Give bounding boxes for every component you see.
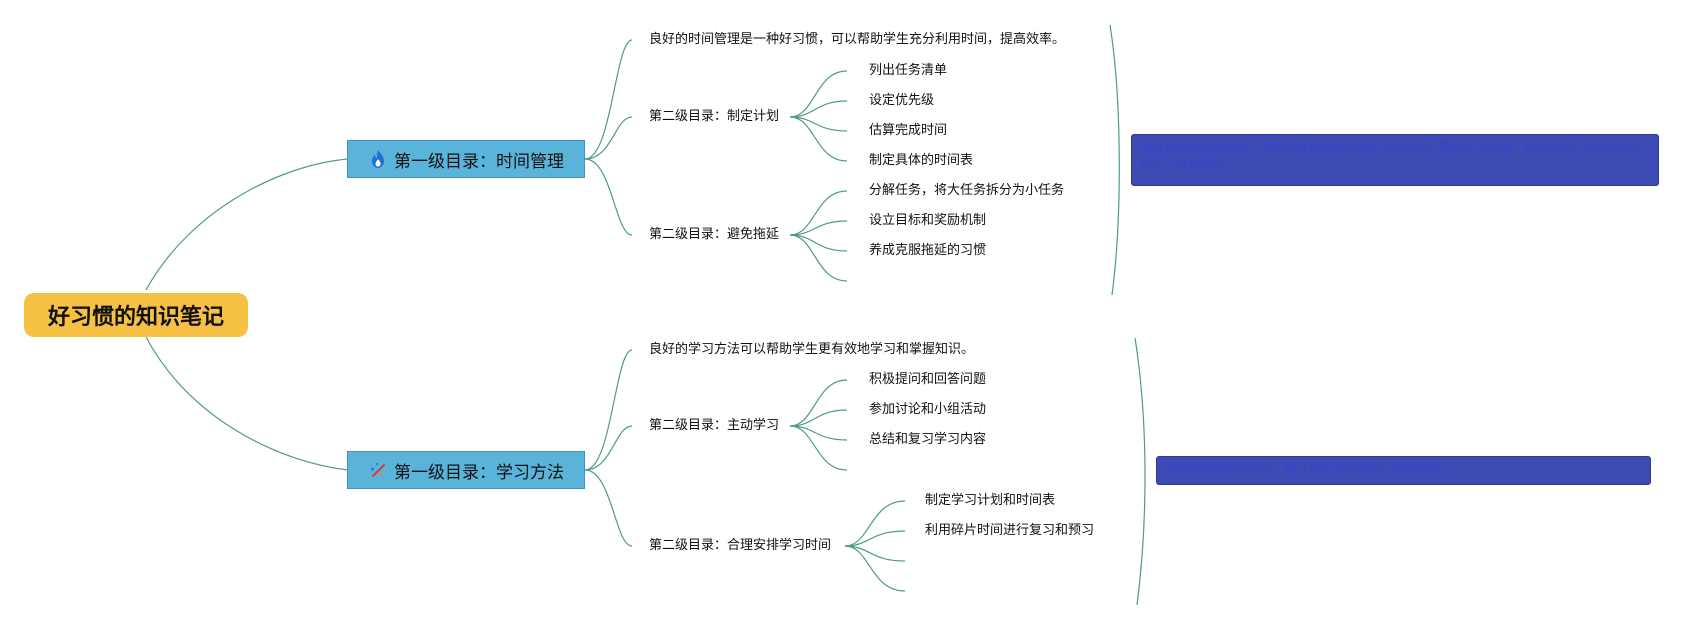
leaf-item[interactable]: 参加讨论和小组活动 xyxy=(869,402,987,417)
level1-topic-label: 第一级目录：时间管理 xyxy=(394,151,564,172)
branch-intro-text: 良好的学习方法可以帮助学生更有效地学习和掌握知识。 xyxy=(649,342,975,357)
summary-box-time-management[interactable]: 通过合理的时间管理，学生能够更好地平衡学习和生活，提升学习效果，减少压力，也为日… xyxy=(1131,134,1659,186)
leaf-item[interactable]: 积极提问和回答问题 xyxy=(869,372,987,387)
leaf-item[interactable]: 设立目标和奖励机制 xyxy=(869,213,987,228)
leaf-item[interactable]: 制定具体的时间表 xyxy=(869,153,974,168)
fire-icon xyxy=(368,149,388,169)
branch-intro-text: 良好的时间管理是一种好习惯，可以帮助学生充分利用时间，提高效率。 xyxy=(649,32,1066,47)
level2-topic-arrange-study-time[interactable]: 第二级目录：合理安排学习时间 xyxy=(649,538,832,553)
leaf-item[interactable]: 估算完成时间 xyxy=(869,123,948,138)
leaf-item[interactable]: 制定学习计划和时间表 xyxy=(925,493,1056,508)
leaf-item[interactable]: 总结和复习学习内容 xyxy=(869,432,987,447)
leaf-item[interactable]: 分解任务，将大任务拆分为小任务 xyxy=(869,183,1065,198)
level1-topic-label: 第一级目录：学习方法 xyxy=(394,462,564,483)
root-topic[interactable]: 好习惯的知识笔记 xyxy=(24,293,248,337)
leaf-item[interactable]: 列出任务清单 xyxy=(869,63,948,78)
magic-wand-icon xyxy=(368,460,388,480)
level2-topic-active-learning[interactable]: 第二级目录：主动学习 xyxy=(649,418,780,433)
level1-topic-learning-methods[interactable]: 第一级目录：学习方法 xyxy=(347,451,585,489)
leaf-item[interactable]: 设定优先级 xyxy=(869,93,935,108)
summary-text: 掌握科学的学习方法，能让学生事半功倍，持续进步。 xyxy=(1165,462,1454,476)
summary-text: 通过合理的时间管理，学生能够更好地平衡学习和生活，提升学习效果，减少压力，也为日… xyxy=(1140,140,1645,171)
leaf-item[interactable]: 养成克服拖延的习惯 xyxy=(869,243,987,258)
level2-topic-avoid-procrastination[interactable]: 第二级目录：避免拖延 xyxy=(649,227,780,242)
summary-box-learning-methods[interactable]: 掌握科学的学习方法，能让学生事半功倍，持续进步。 xyxy=(1156,456,1651,485)
level2-topic-make-plan[interactable]: 第二级目录：制定计划 xyxy=(649,109,780,124)
root-topic-label: 好习惯的知识笔记 xyxy=(47,305,224,330)
leaf-item[interactable]: 利用碎片时间进行复习和预习 xyxy=(925,523,1095,538)
level1-topic-time-management[interactable]: 第一级目录：时间管理 xyxy=(347,140,585,178)
